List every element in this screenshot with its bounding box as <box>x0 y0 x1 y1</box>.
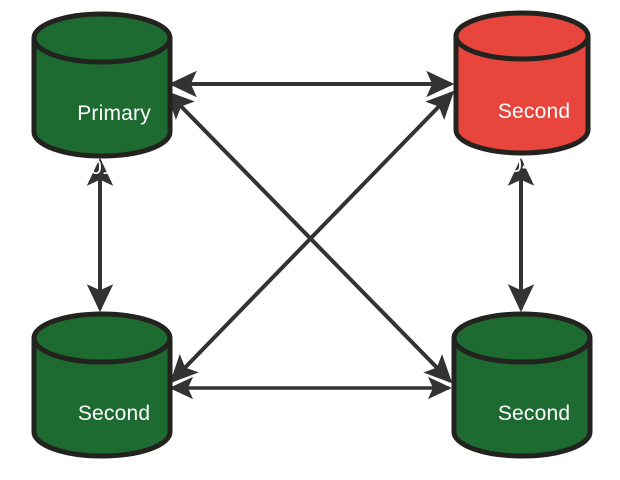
node-second-04-body <box>453 33 591 156</box>
node-second-04-top <box>453 10 591 62</box>
node-second-04[interactable] <box>453 10 591 156</box>
node-second-02-body <box>31 335 173 459</box>
node-second-03[interactable] <box>451 311 593 459</box>
node-second-03-body <box>451 335 593 459</box>
node-primary-01-top <box>31 11 173 65</box>
node-primary-01[interactable] <box>31 11 173 159</box>
nodes-layer <box>31 10 593 459</box>
node-primary-01-body <box>31 35 173 159</box>
node-second-02-top <box>31 311 173 365</box>
node-second-03-top <box>451 311 593 365</box>
edges-layer <box>86 70 535 400</box>
edge-second04-second02-diagonal[interactable] <box>169 90 455 384</box>
node-second-02[interactable] <box>31 311 173 459</box>
